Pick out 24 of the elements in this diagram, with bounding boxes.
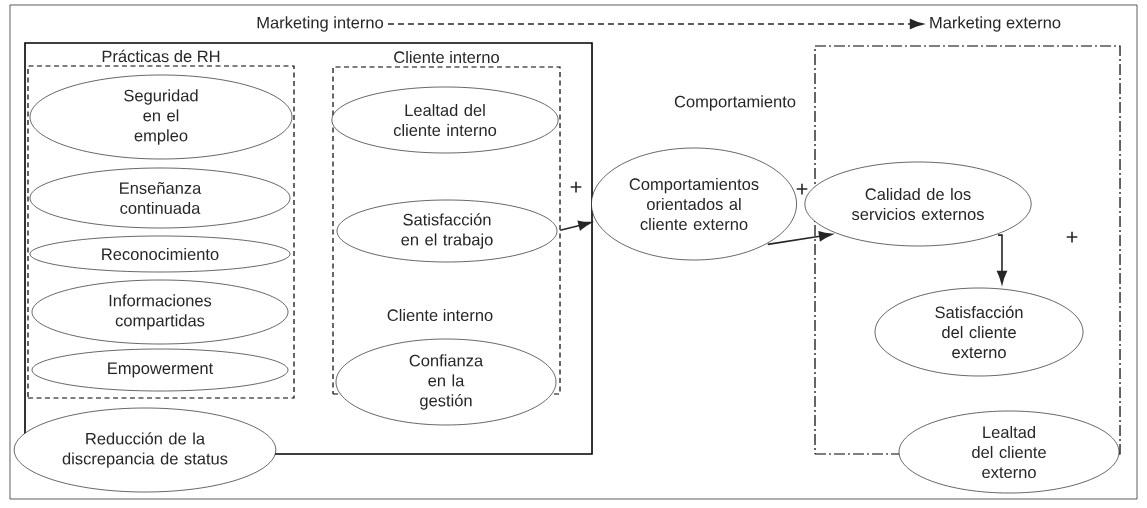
arrow [559, 220, 592, 232]
ellipse-node: Reconocimiento [29, 235, 291, 273]
ellipse-node: Lealtad del cliente interno [331, 86, 559, 154]
arrow [997, 234, 1007, 284]
ellipse-node: Satisfacción en el trabajo [336, 199, 558, 263]
ellipse-node: Comportamientos orientados al cliente externo [591, 147, 797, 261]
ellipse-node: Seguridad en el empleo [29, 74, 293, 160]
heading-text: Marketing externo [930, 16, 1061, 32]
edge-label: + [1066, 231, 1078, 243]
section-label: Comportamiento [674, 95, 796, 111]
ellipse-node: Satisfacción del cliente externo [874, 287, 1084, 377]
arrow [387, 18, 924, 30]
ellipse-node: Confianza en la gestión [335, 338, 557, 426]
edge-label: + [570, 181, 582, 193]
heading-text: Marketing interno [257, 16, 383, 32]
ellipse-node: Empowerment [31, 348, 289, 392]
arrow [766, 231, 833, 246]
ellipse-node: Lealtad del cliente externo [898, 410, 1120, 494]
node-label: Cliente interno [394, 50, 499, 64]
ellipse-node: Enseñanza continuada [29, 167, 291, 229]
ellipse-node: Informaciones compartidas [31, 279, 289, 345]
section-label: Cliente interno [387, 308, 493, 322]
node-label: Prácticas de RH [102, 49, 220, 63]
ellipse-node: Reducción de la discrepancia de status [13, 407, 277, 493]
